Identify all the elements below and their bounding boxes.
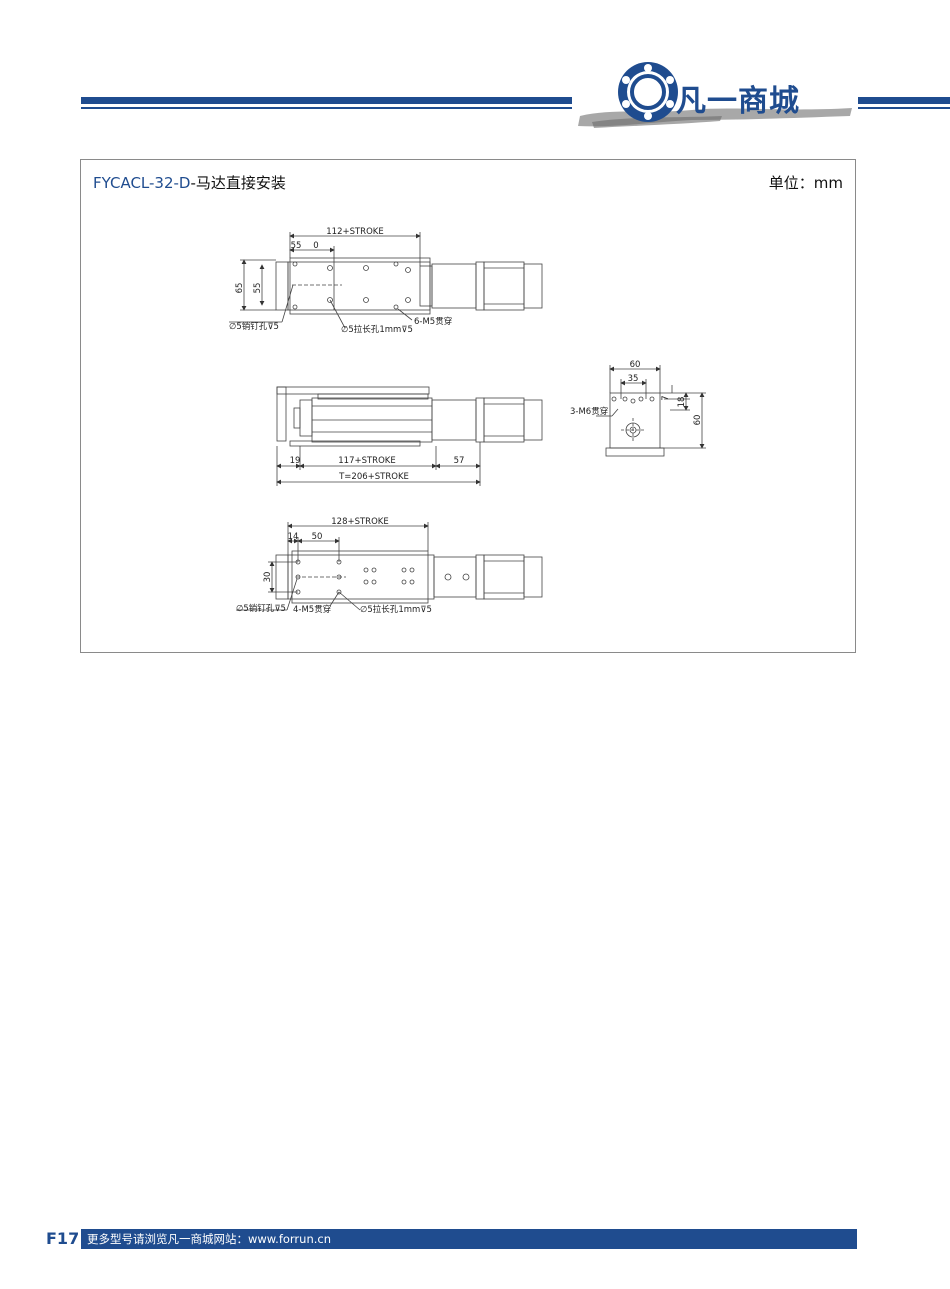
- side-dim-57: 57: [454, 456, 465, 466]
- side-view-drawing: [276, 386, 543, 486]
- top-note-pin: ∅5销钉孔⊽5: [229, 321, 279, 332]
- bottom-dim-30: 30: [263, 572, 273, 583]
- bottom-note-holes: 4-M5贯穿: [293, 604, 331, 615]
- brand-logo-icon: [578, 62, 852, 128]
- top-note-holes: 6-M5贯穿: [414, 316, 452, 327]
- side-dim-19: 19: [290, 456, 301, 466]
- top-view-drawing: [229, 232, 543, 329]
- end-dim-35: 35: [628, 374, 639, 384]
- top-dim-55-side: 55: [253, 283, 263, 294]
- header-bar-right-thin: [858, 107, 950, 109]
- page-number: F17: [46, 1229, 80, 1248]
- bottom-note-pin: ∅5销钉孔⊽5: [236, 603, 286, 614]
- bottom-note-slot: ∅5拉长孔1mm⊽5: [360, 604, 432, 615]
- end-dim-60-side: 60: [693, 415, 703, 426]
- bottom-dim-length: 128+STROKE: [331, 517, 388, 527]
- top-dim-65: 65: [235, 283, 245, 294]
- section-subtitle: -马达直接安装: [190, 174, 286, 192]
- side-dim-total: T=206+STROKE: [338, 472, 409, 482]
- top-note-slot: ∅5拉长孔1mm⊽5: [341, 324, 413, 335]
- unit-label: 单位：mm: [768, 174, 843, 192]
- bottom-view-drawing: [236, 522, 543, 611]
- top-dim-0: 0: [313, 241, 318, 251]
- footer-text: 更多型号请浏览凡一商城网站：www.forrun.cn: [87, 1232, 331, 1246]
- end-view-drawing: [596, 365, 706, 457]
- drawing-frame: FYCACL-32-D-马达直接安装 单位：mm: [80, 159, 856, 653]
- header-bar-left-thick: [81, 97, 572, 104]
- header-bar-right-thick: [858, 97, 950, 104]
- end-dim-18: 18: [677, 397, 687, 408]
- brand-name: 凡一商城: [676, 84, 800, 119]
- section-title: FYCACL-32-D-马达直接安装: [93, 172, 286, 193]
- end-dim-7: 7: [661, 395, 671, 400]
- bottom-dim-14: 14: [288, 532, 299, 542]
- end-dim-60: 60: [630, 360, 641, 370]
- top-dim-55: 55: [291, 241, 302, 251]
- footer-bar: 更多型号请浏览凡一商城网站：www.forrun.cn: [81, 1229, 857, 1249]
- side-dim-mid: 117+STROKE: [338, 456, 395, 466]
- model-number: FYCACL-32-D: [93, 174, 191, 192]
- bottom-dim-50: 50: [312, 532, 323, 542]
- top-dim-length: 112+STROKE: [326, 227, 383, 237]
- header-bar-left-thin: [81, 107, 572, 109]
- end-note-holes: 3-M6贯穿: [570, 406, 608, 417]
